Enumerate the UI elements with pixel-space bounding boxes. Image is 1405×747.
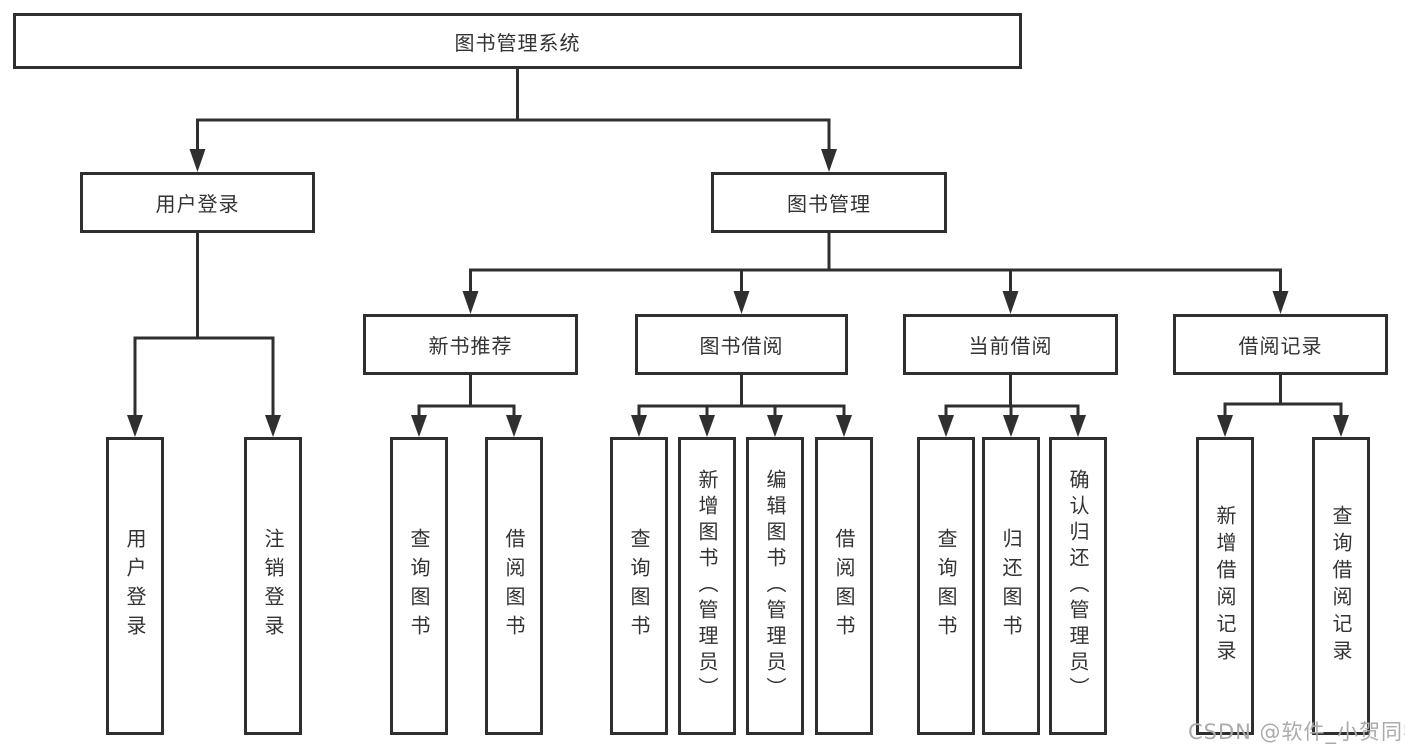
node-book-borrow-label: 图书借阅 [699,334,784,358]
connector-newbook-to-leaves [417,373,516,416]
node-book-management-label: 图书管理 [787,192,871,216]
leaf-logout: 注销登录 [244,437,302,735]
node-user-login-group: 用户登录 [80,172,315,233]
leaf-query-borrow-record: 查询借阅记录 [1312,437,1370,735]
node-new-book-recommend-label: 新书推荐 [428,334,513,358]
node-book-management: 图书管理 [711,172,947,233]
arrow-down-icon [1002,291,1019,314]
node-book-borrow: 图书借阅 [635,314,848,375]
leaf-edit-book-admin: 编辑图书（管理员） [746,437,804,735]
connector-bookmgmt-to-level3 [469,231,1282,292]
leaf-logout-label: 注销登录 [261,528,285,644]
arrow-down-icon [836,415,852,437]
leaf-query-borrow-record-label: 查询借阅记录 [1329,505,1353,667]
leaf-return-book: 归还图书 [982,437,1040,735]
connector-currentborrow-to-leaves [944,373,1080,416]
leaf-user-login-label: 用户登录 [123,528,147,644]
csdn-watermark: CSDN @软件_小贺同学 [1188,720,1405,744]
leaf-query-books-current: 查询图书 [917,437,975,735]
arrow-down-icon [411,415,427,437]
arrow-down-icon [127,415,143,437]
connector-borrowrecord-to-leaves [1223,373,1343,416]
arrow-down-icon [1272,291,1289,314]
arrow-down-icon [631,415,647,437]
arrow-down-icon [1217,415,1233,437]
arrow-down-icon [462,291,479,314]
leaf-borrow-books-borrow: 借阅图书 [815,437,873,735]
leaf-add-book-admin-label: 新增图书（管理员） [695,469,719,703]
arrow-down-icon [821,149,837,172]
leaf-add-borrow-record-label: 新增借阅记录 [1213,505,1237,667]
node-borrow-records-label: 借阅记录 [1238,334,1323,358]
node-current-borrow-label: 当前借阅 [968,334,1053,358]
arrow-down-icon [506,415,522,437]
node-root-label: 图书管理系统 [454,30,581,55]
leaf-borrow-books-recommend: 借阅图书 [485,437,543,735]
leaf-query-books-recommend: 查询图书 [390,437,448,735]
node-root: 图书管理系统 [13,13,1022,69]
leaf-confirm-return-admin: 确认归还（管理员） [1049,437,1107,735]
arrow-down-icon [938,415,954,437]
leaf-borrow-books-recommend-label: 借阅图书 [502,528,526,644]
leaf-confirm-return-admin-label: 确认归还（管理员） [1066,469,1090,703]
leaf-add-book-admin: 新增图书（管理员） [678,437,736,735]
leaf-user-login: 用户登录 [106,437,164,735]
arrow-down-icon [1070,415,1086,437]
node-new-book-recommend: 新书推荐 [363,314,578,375]
arrow-down-icon [265,415,281,437]
leaf-return-book-label: 归还图书 [999,528,1023,644]
node-user-login-group-label: 用户登录 [155,192,240,216]
arrow-down-icon [1003,415,1019,437]
connector-bookborrow-to-leaves [637,373,846,416]
connector-userlogin-to-leaves [133,231,275,416]
node-borrow-records: 借阅记录 [1173,314,1388,375]
leaf-query-books-current-label: 查询图书 [934,528,958,644]
leaf-query-books-recommend-label: 查询图书 [407,528,431,644]
arrow-down-icon [1333,415,1349,437]
leaf-query-books-borrow: 查询图书 [610,437,668,735]
leaf-edit-book-admin-label: 编辑图书（管理员） [763,469,787,703]
leaf-query-books-borrow-label: 查询图书 [627,528,651,644]
arrow-down-icon [189,149,206,172]
arrow-down-icon [699,415,715,437]
arrow-down-icon [733,291,750,314]
connector-root-to-level2 [196,67,831,150]
leaf-borrow-books-borrow-label: 借阅图书 [832,528,856,644]
node-current-borrow: 当前借阅 [903,314,1118,375]
arrow-down-icon [767,415,783,437]
leaf-add-borrow-record: 新增借阅记录 [1196,437,1254,735]
